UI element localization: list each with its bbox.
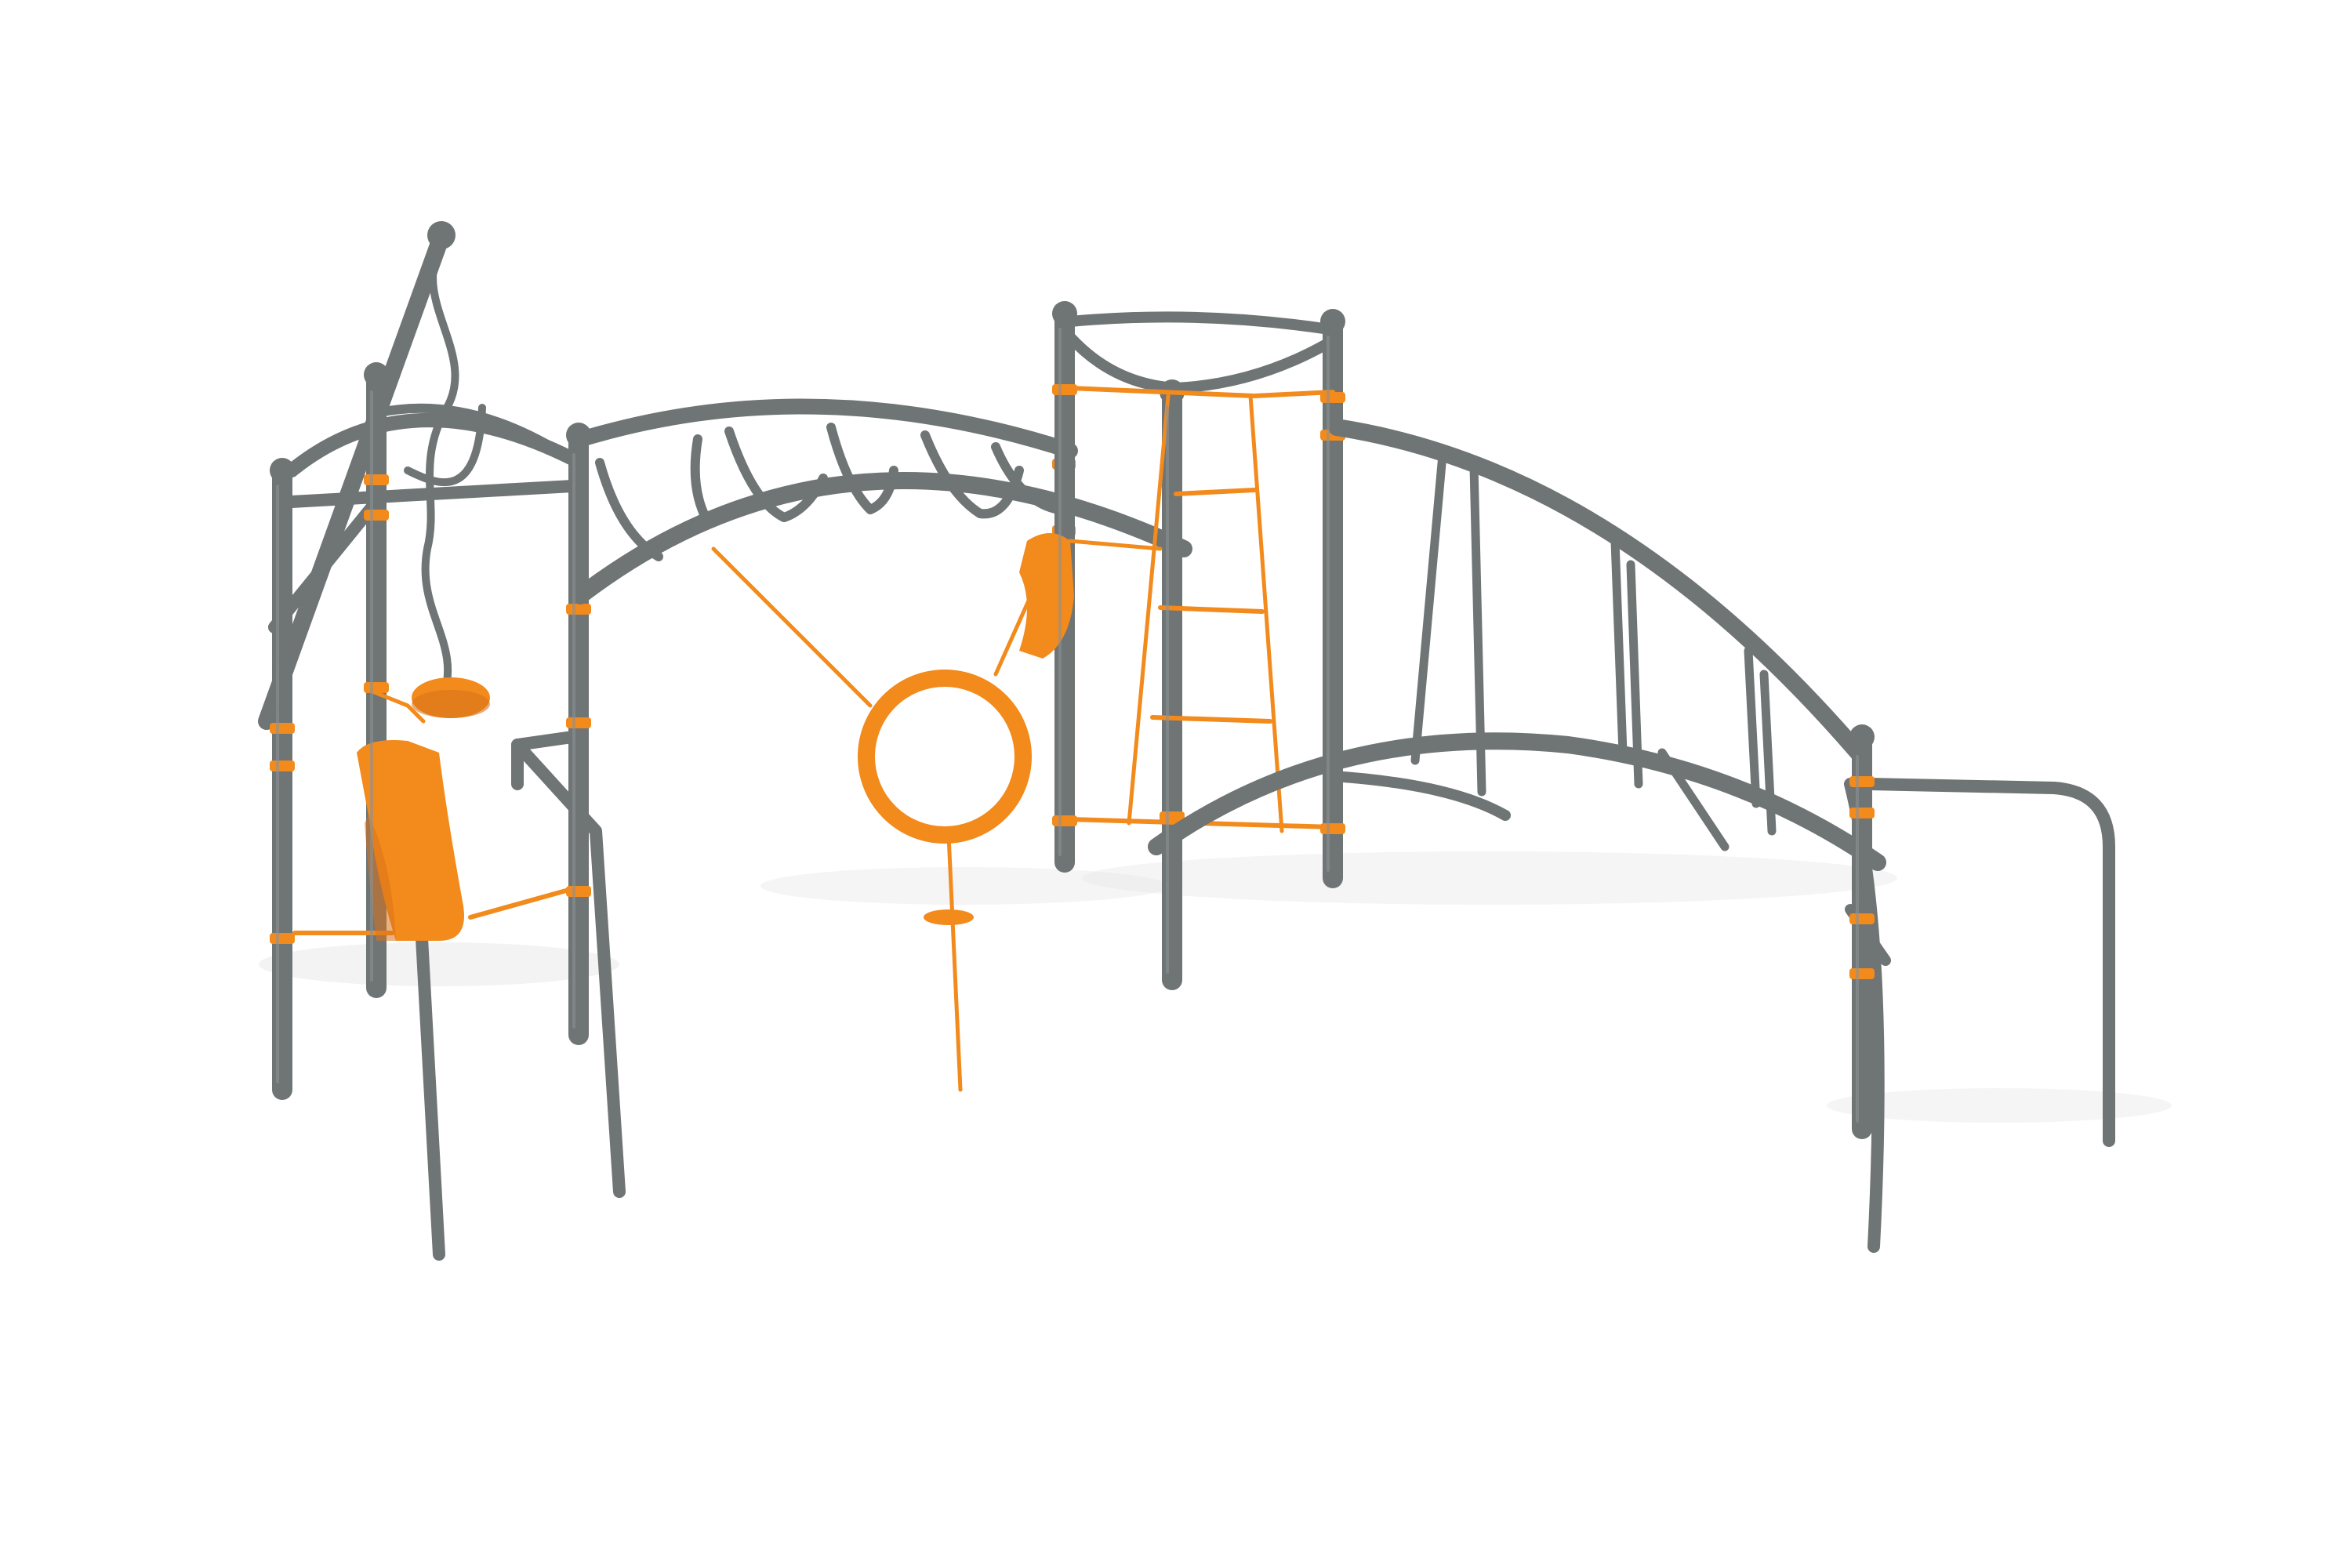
ring-feature — [711, 523, 1065, 1092]
ground-shadows — [259, 851, 2172, 1123]
post-highlights — [276, 328, 1859, 1123]
arch-bridge — [1148, 419, 2115, 1253]
arch-monkey-bars — [572, 398, 1192, 604]
left-tower — [258, 221, 626, 1261]
ladder-tower — [1019, 301, 1345, 990]
